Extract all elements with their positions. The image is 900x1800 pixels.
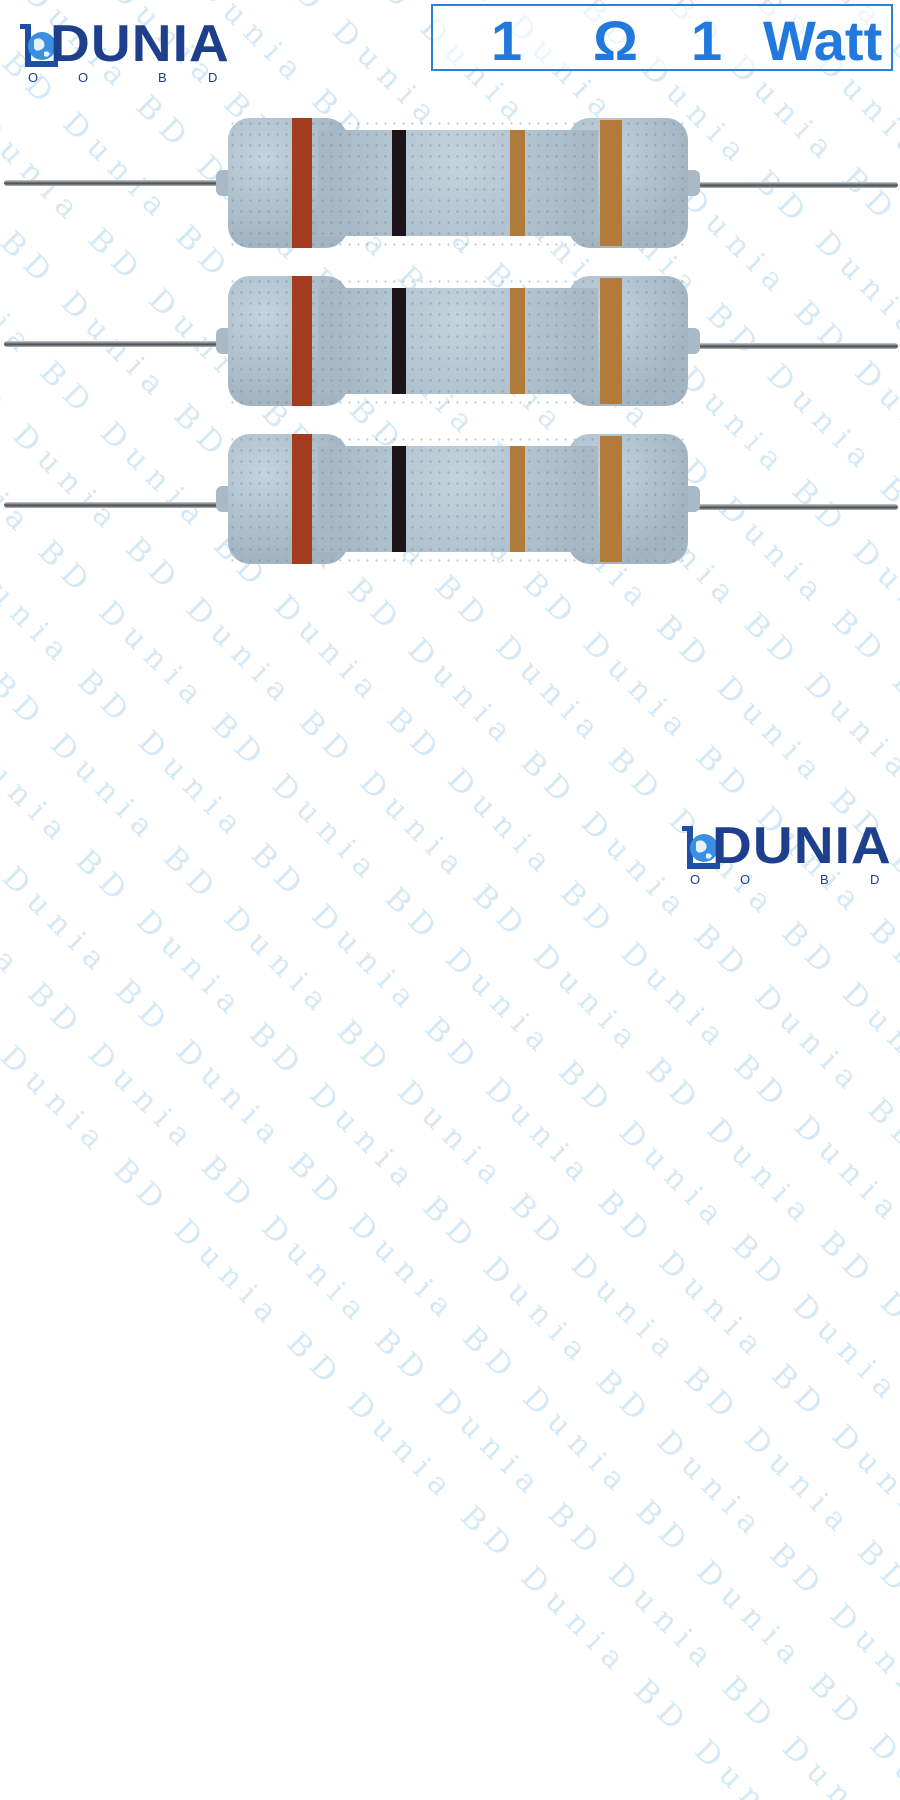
right-lead <box>676 182 898 188</box>
resistor-body <box>216 118 700 248</box>
power-unit: Watt <box>763 9 883 72</box>
power-value: 1 <box>691 9 723 72</box>
brand-subtitle: O O B D <box>28 70 218 85</box>
brand-subtitle: O O B D <box>690 872 880 887</box>
left-lead <box>4 341 236 347</box>
first-band <box>292 276 312 406</box>
left-lead <box>4 502 236 508</box>
first-band <box>292 434 312 564</box>
resistor <box>0 434 900 574</box>
cart-globe-icon <box>20 24 58 67</box>
left-lead <box>4 180 236 186</box>
first-band <box>292 118 312 248</box>
multiplier-band <box>510 130 525 236</box>
brand-logo-top: DUNIA O O B D <box>14 12 229 92</box>
spec-label: 1 Ω 1 Watt <box>431 4 893 72</box>
tolerance-band <box>600 120 622 246</box>
right-lead <box>676 343 898 349</box>
tolerance-band <box>600 278 622 404</box>
brand-logo-bottom: DUNIA O O B D <box>676 814 891 894</box>
brand-name: DUNIA <box>50 15 230 73</box>
resistor <box>0 276 900 416</box>
multiplier-band <box>510 446 525 552</box>
second-band <box>392 446 406 552</box>
resistor <box>0 118 900 258</box>
right-lead <box>676 504 898 510</box>
resistor-body <box>216 434 700 564</box>
resistor-body <box>216 276 700 406</box>
resistance-value: 1 <box>491 9 523 72</box>
cart-globe-icon <box>682 826 720 869</box>
tolerance-band <box>600 436 622 562</box>
resistance-unit: Ω <box>593 9 638 72</box>
multiplier-band <box>510 288 525 394</box>
second-band <box>392 288 406 394</box>
brand-name: DUNIA <box>712 817 892 875</box>
second-band <box>392 130 406 236</box>
